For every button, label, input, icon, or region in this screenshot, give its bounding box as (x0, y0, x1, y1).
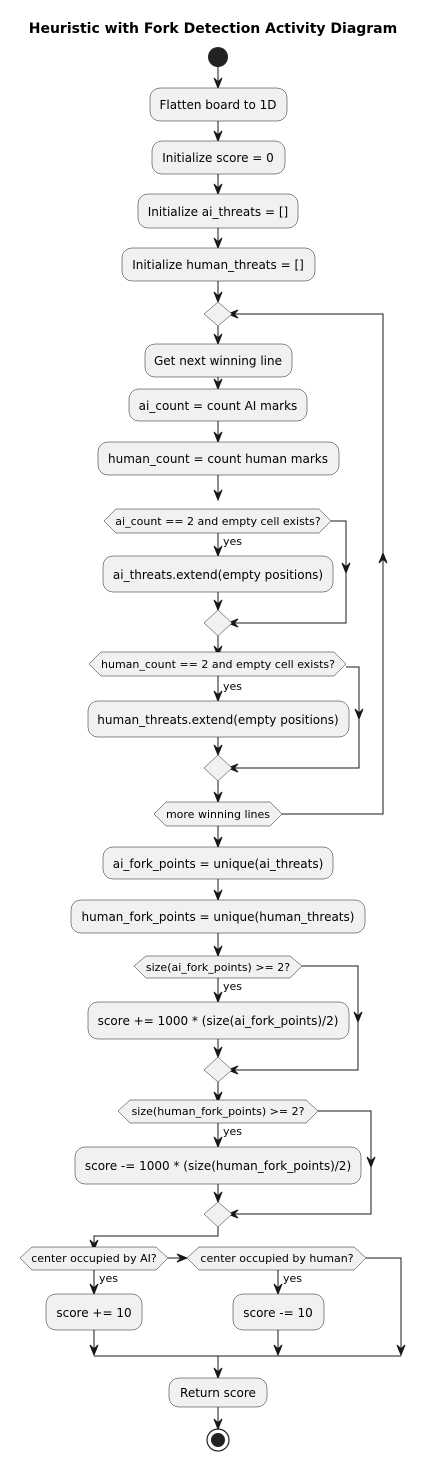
node-init-score: Initialize score = 0 (151, 140, 286, 175)
svg-text:score -= 10: score -= 10 (243, 1306, 313, 1320)
merge-ai-fork-diamond (203, 1056, 233, 1083)
svg-text:Get next winning line: Get next winning line (154, 354, 282, 368)
merge-human-fork-diamond (203, 1201, 233, 1228)
merge-human-check-diamond (203, 754, 233, 782)
label-yes-human-fork: yes (223, 1125, 242, 1138)
node-score-sub-fork: score -= 1000 * (size(human_fork_points)… (74, 1146, 362, 1185)
node-ai-fork-points: ai_fork_points = unique(ai_threats) (102, 846, 334, 880)
svg-text:ai_count = count AI marks: ai_count = count AI marks (139, 399, 298, 413)
svg-text:Initialize score = 0: Initialize score = 0 (162, 151, 274, 165)
node-init-human-threats: Initialize human_threats = [] (121, 247, 316, 282)
decision-human-check: human_count == 2 and empty cell exists? (88, 651, 347, 677)
end-node (206, 1428, 230, 1452)
node-human-count: human_count = count human marks (97, 441, 340, 476)
svg-text:Initialize human_threats = []: Initialize human_threats = [] (132, 258, 304, 272)
svg-text:center occupied by AI?: center occupied by AI? (31, 1252, 157, 1265)
svg-text:size(ai_fork_points) >= 2?: size(ai_fork_points) >= 2? (146, 961, 290, 974)
decision-human-fork-check: size(human_fork_points) >= 2? (117, 1099, 319, 1124)
decision-ai-check: ai_count == 2 and empty cell exists? (103, 508, 332, 534)
edges (89, 67, 406, 1431)
svg-text:ai_threats.extend(empty positi: ai_threats.extend(empty positions) (113, 568, 323, 582)
node-human-fork-points: human_fork_points = unique(human_threats… (70, 899, 366, 934)
svg-text:center occupied by human?: center occupied by human? (200, 1252, 353, 1265)
node-score-add-fork: score += 1000 * (size(ai_fork_points)/2) (87, 1001, 350, 1040)
label-yes-ai-fork: yes (223, 980, 242, 993)
decision-center-ai: center occupied by AI? (19, 1246, 169, 1271)
svg-text:Return score: Return score (180, 1386, 256, 1400)
decision-ai-fork-check: size(ai_fork_points) >= 2? (133, 955, 303, 979)
svg-text:more winning lines: more winning lines (166, 808, 270, 821)
label-yes-center-human: yes (283, 1272, 302, 1285)
decision-more-winning-lines: more winning lines (153, 801, 283, 827)
svg-text:human_threats.extend(empty pos: human_threats.extend(empty positions) (97, 713, 338, 727)
svg-text:human_fork_points = unique(hum: human_fork_points = unique(human_threats… (82, 910, 355, 924)
node-return-score: Return score (168, 1377, 268, 1408)
svg-text:ai_fork_points = unique(ai_thr: ai_fork_points = unique(ai_threats) (113, 857, 324, 871)
svg-text:human_count == 2 and empty cel: human_count == 2 and empty cell exists? (101, 658, 335, 671)
node-ai-count: ai_count = count AI marks (128, 388, 308, 422)
merge-ai-check-diamond (203, 609, 233, 637)
svg-text:score += 1000 * (size(ai_fork_: score += 1000 * (size(ai_fork_points)/2) (98, 1014, 339, 1028)
node-next-winning-line: Get next winning line (144, 343, 293, 378)
svg-text:score += 10: score += 10 (56, 1306, 131, 1320)
node-human-extend: human_threats.extend(empty positions) (87, 700, 350, 738)
svg-text:Initialize ai_threats = []: Initialize ai_threats = [] (148, 205, 288, 219)
svg-text:ai_count == 2 and empty cell e: ai_count == 2 and empty cell exists? (115, 515, 321, 528)
node-init-ai-threats: Initialize ai_threats = [] (137, 193, 299, 229)
merge-loop-diamond (203, 301, 233, 327)
node-score-add-10: score += 10 (45, 1293, 143, 1331)
decision-center-human: center occupied by human? (186, 1246, 367, 1271)
label-yes-center-ai: yes (99, 1272, 118, 1285)
start-node (208, 47, 228, 67)
node-score-sub-10: score -= 10 (232, 1293, 325, 1331)
svg-text:score -= 1000 * (size(human_fo: score -= 1000 * (size(human_fork_points)… (85, 1159, 351, 1173)
svg-text:human_count = count human mark: human_count = count human marks (108, 452, 328, 466)
node-flatten: Flatten board to 1D (149, 87, 288, 122)
diagram-title: Heuristic with Fork Detection Activity D… (29, 21, 397, 37)
label-yes-ai-check: yes (223, 535, 242, 548)
label-yes-human-check: yes (223, 680, 242, 693)
svg-text:Flatten board to 1D: Flatten board to 1D (159, 98, 276, 112)
svg-text:size(human_fork_points) >= 2?: size(human_fork_points) >= 2? (132, 1105, 305, 1118)
node-ai-extend: ai_threats.extend(empty positions) (102, 555, 334, 593)
